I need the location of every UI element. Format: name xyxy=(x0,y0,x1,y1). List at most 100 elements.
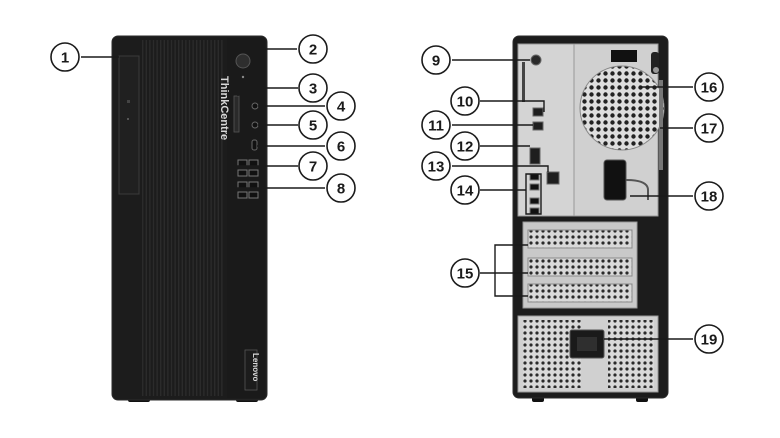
front-slat xyxy=(185,40,187,396)
padlock-loop[interactable] xyxy=(611,50,637,62)
front-slat xyxy=(199,40,201,396)
ac-power-socket xyxy=(577,337,597,351)
leader-15a xyxy=(480,244,528,274)
optical-drive-eject-button[interactable] xyxy=(127,100,130,103)
usb-a-port[interactable] xyxy=(237,159,248,167)
callout-circle xyxy=(450,175,480,205)
callout-circle xyxy=(326,91,356,121)
expansion-slot-cover[interactable] xyxy=(527,257,633,277)
callout-11: 11 xyxy=(421,110,451,140)
usb-a-port[interactable] xyxy=(237,169,248,177)
io-plate-slot xyxy=(522,62,525,102)
expansion-slot-cover[interactable] xyxy=(527,283,633,303)
callout-4: 4 xyxy=(326,91,356,121)
lenovo-logo-badge xyxy=(244,349,258,391)
callout-number: 1 xyxy=(61,50,69,67)
callout-circle xyxy=(421,110,451,140)
front-slats xyxy=(142,40,223,396)
callout-number: 16 xyxy=(701,80,718,97)
card-reader-slot[interactable] xyxy=(233,95,240,133)
callout-number: 6 xyxy=(337,139,345,156)
cable-lock-bracket[interactable] xyxy=(603,159,627,201)
rear-usb-a-port[interactable] xyxy=(529,173,540,181)
thumbscrew-top xyxy=(653,67,659,73)
callout-10: 10 xyxy=(450,86,480,116)
callout-13: 13 xyxy=(421,151,451,181)
callout-18: 18 xyxy=(694,181,724,211)
lenovo-logo: Lenovo xyxy=(251,353,260,382)
rear-usb-a-port[interactable] xyxy=(529,183,540,191)
callout-14: 14 xyxy=(450,175,480,205)
callout-circle xyxy=(326,173,356,203)
front-slat xyxy=(142,40,144,396)
front-slat xyxy=(192,40,194,396)
front-slat xyxy=(149,40,151,396)
callout-number: 3 xyxy=(309,81,317,98)
rear-fan-grille xyxy=(579,65,665,151)
callout-number: 10 xyxy=(457,94,474,111)
callout-7: 7 xyxy=(298,151,328,181)
callout-circle xyxy=(450,131,480,161)
front-slat xyxy=(181,40,183,396)
callout-number: 9 xyxy=(432,53,440,70)
callout-17: 17 xyxy=(694,113,724,143)
callout-number: 5 xyxy=(309,118,317,135)
usb-a-port[interactable] xyxy=(237,191,248,199)
callout-9: 9 xyxy=(421,45,451,75)
power-button[interactable] xyxy=(235,53,251,69)
front-slat xyxy=(160,40,162,396)
headset-jack[interactable] xyxy=(251,102,259,110)
usb-c-port[interactable] xyxy=(251,139,258,151)
brand-label: ThinkCentre xyxy=(218,76,230,140)
callout-number: 12 xyxy=(457,139,474,156)
displayport-out[interactable] xyxy=(532,107,544,117)
psu-vent-right xyxy=(608,320,654,388)
callout-circle xyxy=(298,34,328,64)
usb-a-port[interactable] xyxy=(248,169,259,177)
callout-number: 11 xyxy=(428,118,444,135)
callout-16: 16 xyxy=(694,72,724,102)
callout-number: 4 xyxy=(337,99,346,116)
leader-7 xyxy=(233,165,298,179)
rear-usb-a-port[interactable] xyxy=(529,197,540,205)
callout-circle xyxy=(694,324,724,354)
callout-circle xyxy=(298,73,328,103)
front-slat xyxy=(178,40,180,396)
microphone-jack[interactable] xyxy=(251,121,259,129)
callout-number: 8 xyxy=(337,181,345,198)
callout-number: 18 xyxy=(701,189,718,206)
callout-number: 15 xyxy=(457,266,474,283)
front-control-strip xyxy=(227,38,265,398)
callout-circle xyxy=(421,45,451,75)
rear-side-slot xyxy=(659,80,663,170)
callout-circle xyxy=(421,151,451,181)
hdmi-out[interactable] xyxy=(532,121,544,131)
usb-a-port[interactable] xyxy=(248,191,259,199)
callout-circle xyxy=(450,86,480,116)
callout-2: 2 xyxy=(298,34,328,64)
front-slat xyxy=(188,40,191,396)
front-slat xyxy=(170,40,173,396)
audio-line-out[interactable] xyxy=(530,54,542,66)
callout-circle xyxy=(694,113,724,143)
leader-14 xyxy=(480,173,542,215)
callout-circle xyxy=(694,181,724,211)
usb-a-port[interactable] xyxy=(237,181,248,189)
callout-circle xyxy=(450,258,480,288)
usb-a-port[interactable] xyxy=(248,181,259,189)
leader-13 xyxy=(452,165,549,172)
ethernet-connector[interactable] xyxy=(546,171,560,185)
optical-drive-indicator xyxy=(127,118,129,120)
front-slat xyxy=(152,40,155,396)
serial-connector[interactable] xyxy=(529,147,541,165)
expansion-slot-cover[interactable] xyxy=(527,229,633,249)
front-slat xyxy=(196,40,198,396)
callout-8: 8 xyxy=(326,173,356,203)
callout-15: 15 xyxy=(450,258,480,288)
leader-10 xyxy=(480,100,545,112)
rear-io-plate xyxy=(517,43,575,217)
usb-a-port[interactable] xyxy=(248,159,259,167)
rear-usb-a-port[interactable] xyxy=(529,207,540,215)
